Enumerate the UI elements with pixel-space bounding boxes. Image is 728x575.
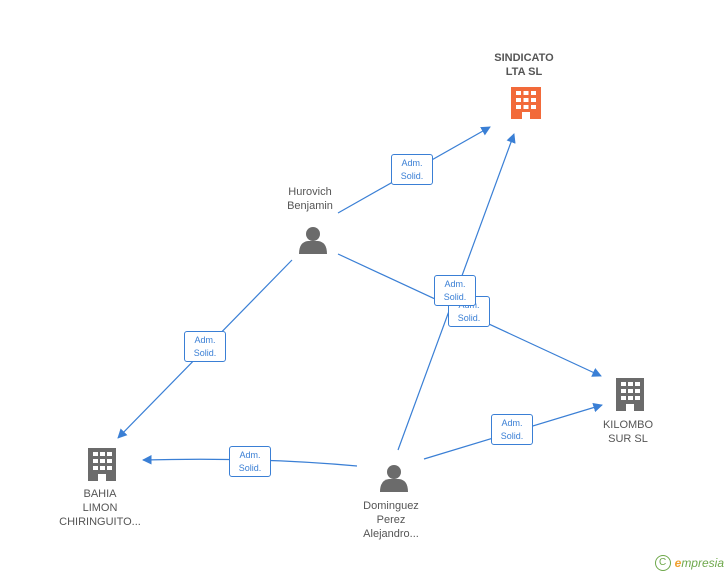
company-label-sindicato[interactable]: SINDICATO LTA SL <box>494 52 554 78</box>
brand-name: empresia <box>674 556 724 570</box>
person-icon[interactable] <box>380 465 408 492</box>
edge-label-hurovich-sindicato: Adm. Solid. <box>391 154 433 185</box>
company-label-kilombo[interactable]: KILOMBO SUR SL <box>602 419 654 445</box>
empresia-logo: C empresia <box>654 555 724 571</box>
person-label-hurovich[interactable]: Hurovich Benjamin <box>287 186 333 212</box>
edge-label-hurovich-bahia: Adm. Solid. <box>184 331 226 362</box>
building-icon[interactable] <box>616 378 644 411</box>
edge-label-dominguez-sindicato: Adm. Solid. <box>434 275 476 306</box>
edge-label-dominguez-kilombo: Adm. Solid. <box>491 414 533 445</box>
person-label-dominguez[interactable]: Dominguez Perez Alejandro... <box>363 500 419 540</box>
person-icon[interactable] <box>299 227 327 254</box>
edge-label-dominguez-bahia: Adm. Solid. <box>229 446 271 477</box>
building-icon[interactable] <box>88 448 116 481</box>
company-label-bahia[interactable]: BAHIA LIMON CHIRINGUITO... <box>59 488 141 528</box>
copyright-icon: C <box>654 555 671 571</box>
building-icon[interactable] <box>511 87 541 119</box>
